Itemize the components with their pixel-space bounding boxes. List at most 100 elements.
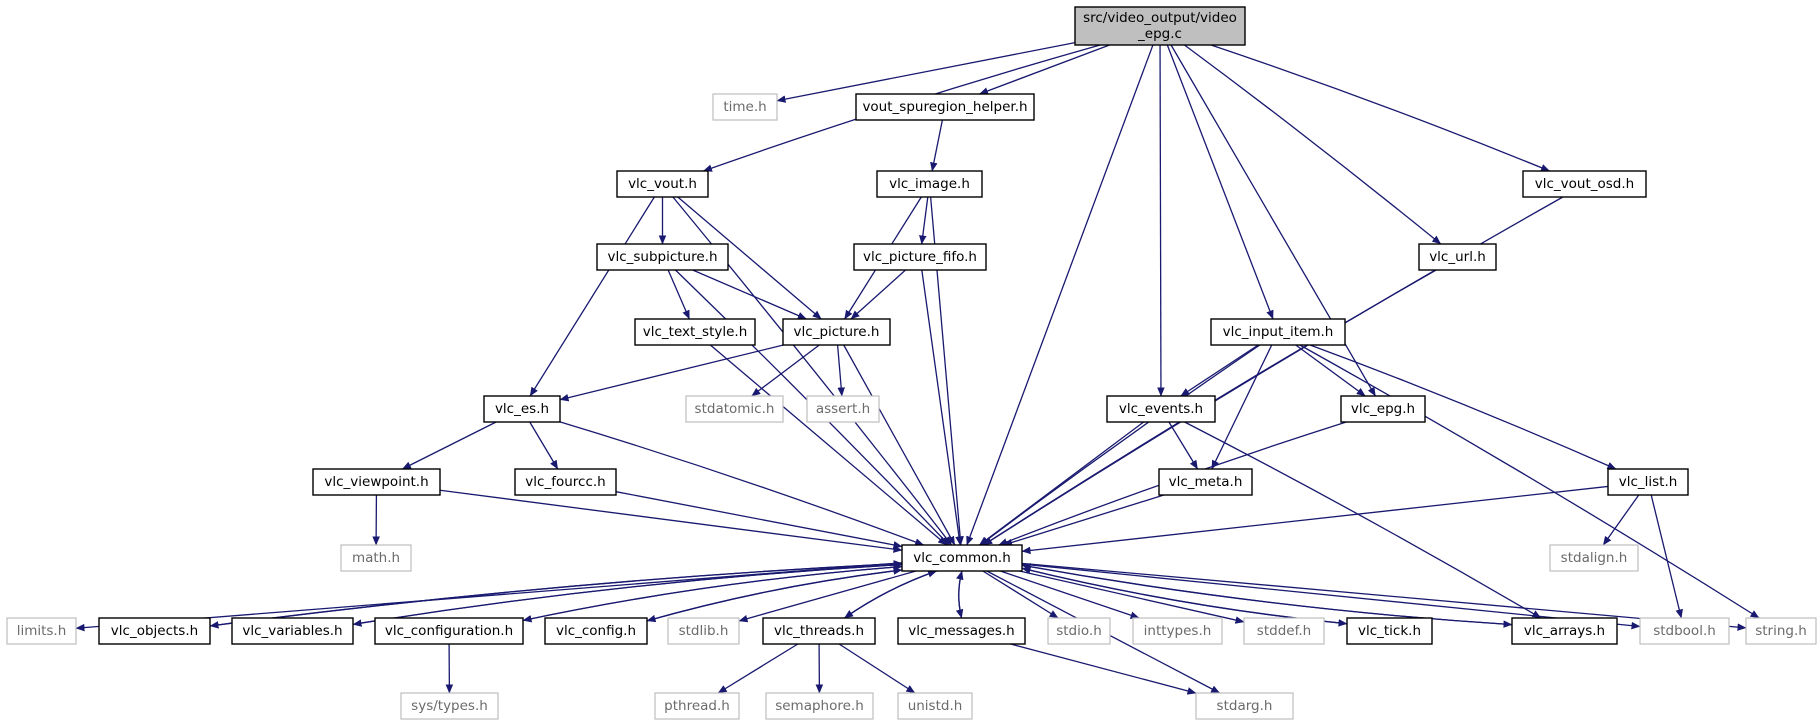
edge-vlc_common-to-stdbool: [1021, 563, 1641, 630]
node-vlc-list[interactable]: vlc_list.h: [1607, 468, 1689, 496]
edge-root-to-vlc_input_item: [1166, 44, 1274, 320]
edge-vlc_events-to-vlc_arrays: [1184, 421, 1542, 619]
edge-vlc_picture_fifo-to-vlc_common: [921, 269, 963, 546]
node-box: [1418, 243, 1497, 271]
node-vlc-objects[interactable]: vlc_objects.h: [98, 617, 211, 645]
node-label: vlc_vout.h: [628, 176, 697, 192]
node-vlc-threads[interactable]: vlc_threads.h: [762, 617, 876, 645]
node-vlc-meta[interactable]: vlc_meta.h: [1158, 468, 1253, 496]
node-label: stdatomic.h: [695, 401, 775, 417]
edge-root-to-vlc_events: [1157, 44, 1165, 397]
node-vlc-text-style[interactable]: vlc_text_style.h: [634, 318, 756, 346]
node-box: [897, 617, 1026, 645]
node-sys-types: sys/types.h: [400, 692, 499, 720]
node-box: [98, 617, 211, 645]
node-math: math.h: [340, 544, 412, 572]
node-box: [1340, 395, 1426, 423]
node-label: time.h: [723, 99, 766, 115]
edge-vlc_common-to-stdlib: [738, 570, 917, 623]
node-box: [1639, 617, 1730, 645]
node-box: [654, 692, 740, 720]
node-label: vout_spuregion_helper.h: [862, 99, 1027, 115]
edge-vlc_arrays-to-vlc_common: [1021, 563, 1513, 626]
node-stdlib: stdlib.h: [667, 617, 740, 645]
node-box: [1106, 395, 1216, 423]
edge-vlc_picture-to-stdatomic: [751, 344, 820, 397]
node-vlc-tick[interactable]: vlc_tick.h: [1346, 617, 1433, 645]
node-vlc-es[interactable]: vlc_es.h: [483, 395, 561, 423]
node-box: [340, 544, 412, 572]
node-label: pthread.h: [664, 698, 730, 714]
edge-root-to-vlc_url: [1184, 44, 1442, 245]
node-vlc-fourcc[interactable]: vlc_fourcc.h: [514, 468, 617, 496]
edge-vlc_input_item-to-vlc_meta: [1211, 344, 1273, 470]
edge-vlc_input_item-to-vlc_list: [1309, 344, 1617, 470]
node-root[interactable]: src/video_output/video_epg.c: [1074, 6, 1246, 46]
node-label: vlc_list.h: [1619, 474, 1678, 490]
node-vlc-configuration[interactable]: vlc_configuration.h: [374, 617, 524, 645]
edge-vlc_messages-to-stdarg: [1010, 643, 1197, 695]
node-label: vlc_messages.h: [908, 623, 1014, 639]
node-vlc-common[interactable]: vlc_common.h: [901, 544, 1023, 572]
edge-root-to-time: [776, 41, 1076, 103]
node-box: [765, 692, 874, 720]
node-stdatomic: stdatomic.h: [685, 395, 784, 423]
node-label: vlc_image.h: [889, 176, 970, 192]
node-label: vlc_picture.h: [794, 324, 880, 340]
node-box: [1195, 692, 1294, 720]
node-label: sys/types.h: [411, 698, 488, 714]
edge-vlc_vout-to-vlc_common: [672, 196, 953, 546]
node-box: [1210, 318, 1346, 346]
edge-vlc_common-to-stdio: [982, 570, 1059, 619]
edge-vlc_input_item-to-vlc_epg: [1295, 344, 1366, 397]
node-vlc-picture-fifo[interactable]: vlc_picture_fifo.h: [853, 243, 987, 271]
node-box: [901, 544, 1023, 572]
edge-vlc_image-to-vlc_picture_fifo: [919, 196, 929, 245]
node-label: vlc_subpicture.h: [607, 249, 717, 265]
node-vlc-vout[interactable]: vlc_vout.h: [616, 170, 709, 198]
node-vlc-events[interactable]: vlc_events.h: [1106, 395, 1216, 423]
node-vlc-subpicture[interactable]: vlc_subpicture.h: [596, 243, 729, 271]
node-label: vlc_text_style.h: [643, 324, 748, 340]
node-box: [634, 318, 756, 346]
node-label: stdbool.h: [1653, 623, 1716, 639]
node-label: vlc_objects.h: [111, 623, 198, 639]
edge-vlc_threads-to-vlc_common: [844, 570, 937, 619]
node-label: vlc_arrays.h: [1524, 623, 1605, 639]
node-box: [855, 93, 1035, 121]
edge-vlc_common-to-inttypes: [1000, 570, 1140, 619]
edge-vlc_subpicture-to-vlc_picture: [692, 269, 807, 320]
header-nodes: src/video_output/video_epg.c time.h vout_s…: [6, 6, 1817, 720]
node-stdbool: stdbool.h: [1639, 617, 1730, 645]
node-box: [6, 617, 77, 645]
node-vlc-vout-osd[interactable]: vlc_vout_osd.h: [1522, 170, 1647, 198]
edge-vout_spuregion_helper-to-vlc_image: [930, 119, 944, 172]
node-label: vlc_es.h: [495, 401, 549, 417]
edge-vlc_config-to-vlc_common: [646, 567, 903, 622]
node-label: stdalign.h: [1561, 550, 1628, 566]
node-box: [1132, 617, 1223, 645]
edge-vlc_es-to-vlc_viewpoint: [402, 421, 497, 470]
node-vlc-image[interactable]: vlc_image.h: [876, 170, 983, 198]
node-vlc-arrays[interactable]: vlc_arrays.h: [1511, 617, 1618, 645]
edge-vlc_input_item-to-string: [1299, 344, 1760, 619]
node-box: [374, 617, 524, 645]
node-vout-spuregion-helper[interactable]: vout_spuregion_helper.h: [855, 93, 1035, 121]
edge-vlc_list-to-stdbool: [1650, 494, 1683, 619]
node-label: unistd.h: [908, 698, 963, 714]
node-pthread: pthread.h: [654, 692, 740, 720]
node-label: vlc_picture_fifo.h: [863, 249, 977, 265]
node-stdarg: stdarg.h: [1195, 692, 1294, 720]
node-vlc-input-item[interactable]: vlc_input_item.h: [1210, 318, 1346, 346]
node-vlc-epg[interactable]: vlc_epg.h: [1340, 395, 1426, 423]
edge-vlc_list-to-stdalign: [1602, 494, 1640, 546]
node-vlc-url[interactable]: vlc_url.h: [1418, 243, 1497, 271]
node-box: [514, 468, 617, 496]
node-vlc-picture[interactable]: vlc_picture.h: [782, 318, 891, 346]
node-label: assert.h: [816, 401, 870, 417]
node-vlc-variables[interactable]: vlc_variables.h: [231, 617, 354, 645]
node-vlc-viewpoint[interactable]: vlc_viewpoint.h: [312, 468, 441, 496]
node-vlc-messages[interactable]: vlc_messages.h: [897, 617, 1026, 645]
node-box: [1346, 617, 1433, 645]
node-vlc-config[interactable]: vlc_config.h: [544, 617, 648, 645]
